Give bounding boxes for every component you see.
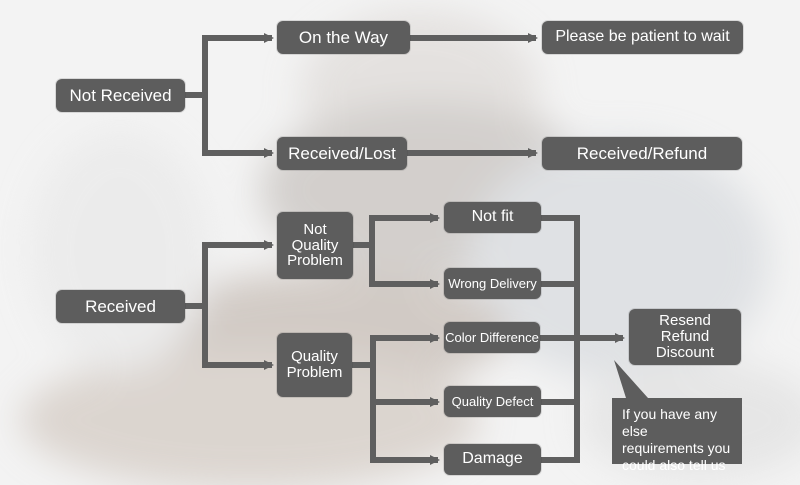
node-damage: Damage [444,444,541,475]
node-on-the-way: On the Way [277,21,410,54]
node-wrong-delivery: Wrong Delivery [444,268,541,299]
node-quality-problem: Quality Problem [277,333,352,397]
node-resend-refund-discount: Resend Refund Discount [629,309,741,365]
node-not-received: Not Received [56,79,185,112]
node-received: Received [56,290,185,323]
node-received-refund: Received/Refund [542,137,742,170]
node-received-lost: Received/Lost [277,137,407,170]
node-not-fit: Not fit [444,202,541,233]
node-please-be-patient: Please be patient to wait [542,21,743,54]
node-color-difference: Color Difference [444,322,540,353]
node-not-quality-problem: Not Quality Problem [277,212,353,279]
note-callout [612,360,742,464]
node-quality-defect: Quality Defect [444,386,541,417]
note-text: If you have any else requirements you co… [622,406,731,473]
